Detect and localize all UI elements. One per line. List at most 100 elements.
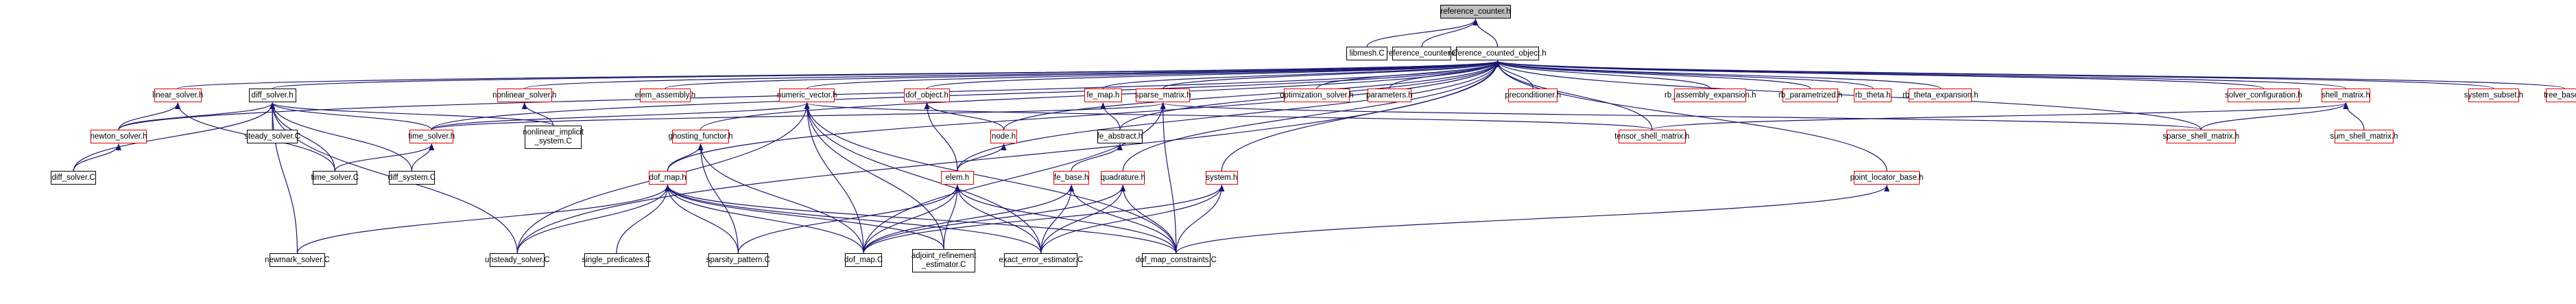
node-optimization-solver-h[interactable]: optimization_solver.h [1280,89,1354,102]
node-newton-solver-h[interactable]: newton_solver.h [90,130,147,143]
node-elem-assembly-h[interactable]: elem_assembly.h [634,89,695,102]
node-linear-solver-h[interactable]: linear_solver.h [152,89,203,102]
node-tensor-shell-matrix-h[interactable]: tensor_shell_matrix.h [1614,130,1689,143]
node-label: system_subset.h [2464,91,2524,100]
node-reference-counted-object-h[interactable]: reference_counted_object.h [1448,47,1547,60]
edge-tree-base-h-to-reference-counted-object-h [1495,60,2565,89]
node-tree-base-h[interactable]: tree_base.h [2544,89,2576,102]
edge-elem-h-to-dof-object-h [924,102,958,172]
edge-reference-counted-object-h-to-reference-counter-h [1472,19,1499,47]
node-node-h[interactable]: node.h [990,130,1018,143]
node-fe-map-h[interactable]: fe_map.h [1084,89,1122,102]
edge-sum-shell-matrix-h-to-shell-matrix-h [2343,102,2365,130]
node-dof-object-h[interactable]: dof_object.h [903,89,951,102]
node-nonlinear-solver-h[interactable]: nonlinear_solver.h [492,89,556,102]
node-dof-map-constraints-C[interactable]: dof_map_constraints.C [1136,253,1217,267]
node-rb-parametrized-h[interactable]: rb_parametrized.h [1778,89,1842,102]
node-unsteady-solver-C[interactable]: unsteady_solver.C [485,253,550,267]
edge-node-h-to-reference-counted-object-h [1003,60,1501,130]
edge-time-solver-C-to-time-solver-h [334,143,435,172]
node-point-locator-base-h[interactable]: point_locator_base.h [1850,171,1924,185]
node-label: rb_theta.h [1855,91,1891,100]
node-dof-map-h[interactable]: dof_map.h [648,171,687,185]
node-libmesh-C[interactable]: libmesh.C [1346,47,1388,60]
node-label: preconditioner.h [1505,91,1562,100]
node-label: fe_base.h [1053,174,1089,182]
edge-dof-map-h-to-reference-counted-object-h [667,60,1501,172]
edge-rb-theta-expansion-h-to-reference-counted-object-h [1494,60,1941,89]
node-reference-counter-h: reference_counter.h [1440,5,1512,19]
edge-sparse-shell-matrix-h-to-reference-counted-object-h [1494,60,2202,130]
node-quadrature-h[interactable]: quadrature.h [1101,171,1145,185]
edge-numeric-vector-h-to-reference-counted-object-h [807,60,1500,89]
node-preconditioner-h[interactable]: preconditioner.h [1505,89,1561,102]
node-parameters-h[interactable]: parameters.h [1365,89,1413,102]
node-time-solver-h[interactable]: time_solver.h [408,130,455,143]
node-fe-base-h[interactable]: fe_base.h [1053,171,1089,185]
node-steady-solver-C[interactable]: steady_solver.C [244,130,301,143]
node-dof-map-C[interactable]: dof_map.C [844,253,883,267]
node-label: nonlinear_solver.h [492,91,557,100]
node-label: elem.h [945,174,970,182]
node-label: system.h [1206,174,1238,182]
edge-tensor-shell-matrix-h-to-shell-matrix-h [1651,102,2348,130]
node-rb-theta-expansion-h[interactable]: rb_theta_expansion.h [1903,89,1979,102]
node-sparsity-pattern-C[interactable]: sparsity_pattern.C [706,253,770,267]
edge-unsteady-solver-C-to-reference-counted-object-h [516,60,1501,254]
edge-dof-map-C-to-numeric-vector-h [804,102,864,254]
node-diff-system-C[interactable]: diff_system.C [387,171,436,185]
node-rb-assembly-expansion-h[interactable]: rb_assembly_expansion.h [1665,89,1756,102]
node-elem-h[interactable]: elem.h [940,171,974,185]
node-adjoint-refinement-estimator-C[interactable]: adjoint_refinement_estimator.C [911,249,977,272]
node-rb-theta-h[interactable]: rb_theta.h [1854,89,1892,102]
node-system-subset-h[interactable]: system_subset.h [2464,89,2523,102]
node-label: steady_solver.C [244,132,301,141]
node-fe-abstract-h[interactable]: fe_abstract.h [1097,130,1143,143]
node-label: diff_system.C [387,174,436,182]
node-label: quadrature.h [1100,174,1145,182]
node-label: adjoint_refinement [911,252,977,260]
edge-dof-map-constraints-C-to-point-locator-base-h [1176,185,1889,254]
edge-dof-map-constraints-C-to-numeric-vector-h [804,102,1177,254]
node-nonlinear-implicit-system-C[interactable]: nonlinear_implicit_system.C [523,126,584,149]
node-diff-solver-h[interactable]: diff_solver.h [248,89,296,102]
node-time-solver-C[interactable]: time_solver.C [311,171,359,185]
edge-dof-map-h-to-ghosting-functor-h [667,143,704,172]
node-system-h[interactable]: system.h [1205,171,1238,185]
node-diff-solver-C[interactable]: diff_solver.C [50,171,97,185]
edge-nonlinear-solver-h-to-reference-counted-object-h [524,60,1500,89]
node-label: elem_assembly.h [634,91,696,100]
node-label: ghosting_functor.h [668,132,733,141]
edge-dof-map-constraints-C-to-elem-h [954,185,1177,254]
node-sum-shell-matrix-h[interactable]: sum_shell_matrix.h [2330,130,2398,143]
edge-newton-solver-h-to-linear-solver-h [118,102,181,130]
edge-newmark-solver-C-to-dof-map-h [296,185,671,254]
node-ghosting-functor-h[interactable]: ghosting_functor.h [669,130,733,143]
node-sparse-matrix-h[interactable]: sparse_matrix.h [1135,89,1191,102]
node-exact-error-estimator-C[interactable]: exact_error_estimator.C [999,253,1083,267]
node-label: _system.C [534,137,572,145]
node-sparse-shell-matrix-h[interactable]: sparse_shell_matrix.h [2162,130,2239,143]
edge-time-solver-h-to-sparse-matrix-h [431,102,1166,130]
node-single-predicates-C[interactable]: single_predicates.C [582,253,651,267]
node-newmark-solver-C[interactable]: newmark_solver.C [265,253,330,267]
node-label: sparse_shell_matrix.h [2162,132,2240,141]
node-label: rb_theta_expansion.h [1903,91,1979,100]
node-shell-matrix-h[interactable]: shell_matrix.h [2321,89,2371,102]
node-label: parameters.h [1365,91,1413,100]
node-label: exact_error_estimator.C [999,256,1084,264]
node-solver-configuration-h[interactable]: solver_configuration.h [2225,89,2302,102]
edge-exact-error-estimator-C-to-dof-map-h [665,185,1042,254]
node-label: _estimator.C [921,261,966,269]
edge-dof-object-h-to-reference-counted-object-h [926,60,1501,89]
node-numeric-vector-h[interactable]: numeric_vector.h [777,89,837,102]
edge-dof-map-constraints-C-to-dof-map-h [665,185,1177,254]
edge-sparse-shell-matrix-h-to-shell-matrix-h [2200,102,2349,130]
edge-exact-error-estimator-C-to-numeric-vector-h [804,102,1042,254]
edge-node-h-to-dof-object-h [924,102,1005,130]
node-reference-counter-C[interactable]: reference_counter.C [1386,47,1457,60]
node-label: reference_counted_object.h [1448,49,1547,58]
edge-adjoint-refinement-estimator-C-to-dof-map-h [665,185,944,250]
node-label: reference_counter.h [1440,8,1511,16]
